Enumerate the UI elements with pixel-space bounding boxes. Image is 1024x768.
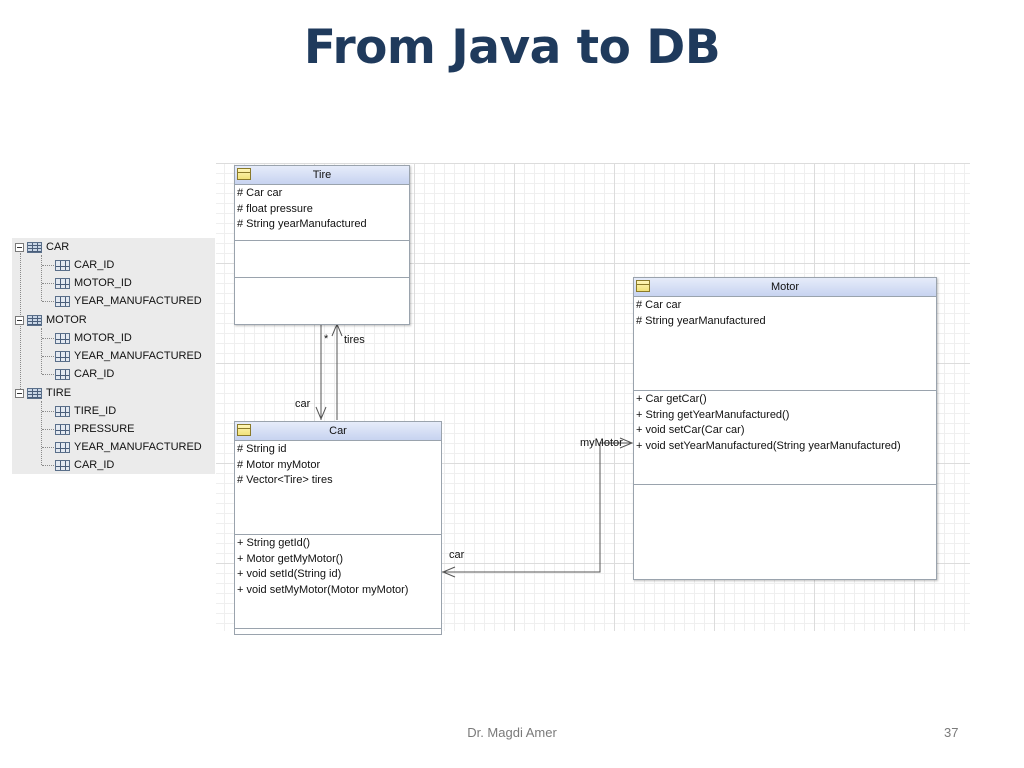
tree-guide-tire — [41, 401, 42, 465]
association-connectors — [315, 322, 634, 578]
role-label-car-tire: car — [295, 398, 311, 410]
uml-class-car[interactable]: Car # String id # Motor myMotor # Vector… — [234, 421, 442, 635]
class-operation: + void setId(String id) — [237, 568, 342, 580]
tree-column[interactable]: YEAR_MANUFACTURED — [55, 347, 202, 365]
tree-column[interactable]: CAR_ID — [55, 365, 114, 383]
tree-guide-car — [41, 255, 42, 301]
tree-column[interactable]: MOTOR_ID — [55, 274, 132, 292]
column-icon — [55, 459, 70, 471]
class-header[interactable]: Tire — [235, 166, 409, 185]
class-icon — [237, 424, 251, 436]
table-icon — [27, 241, 42, 253]
class-icon — [237, 168, 251, 180]
arrowhead-icon — [619, 437, 634, 449]
class-attribute: # Car car — [636, 299, 682, 311]
tree-column[interactable]: CAR_ID — [55, 256, 114, 274]
class-operation: + Car getCar() — [636, 393, 707, 405]
tree-column[interactable]: YEAR_MANUFACTURED — [55, 292, 202, 310]
collapse-icon[interactable] — [15, 388, 24, 398]
table-name: MOTOR — [46, 314, 87, 326]
class-attribute: # Car car — [237, 187, 283, 199]
arrowhead-icon — [315, 406, 327, 421]
slide-title: From Java to DB — [303, 20, 721, 75]
column-icon — [55, 423, 70, 435]
column-icon — [55, 405, 70, 417]
class-operation: + String getYearManufactured() — [636, 409, 790, 421]
extra-compartment — [235, 628, 441, 629]
role-label-car-motor: car — [449, 549, 465, 561]
operations-compartment — [634, 390, 936, 391]
column-icon — [55, 259, 70, 271]
extra-compartment — [235, 277, 409, 278]
tree-column[interactable]: TIRE_ID — [55, 402, 116, 420]
tree-table-motor[interactable]: MOTOR — [15, 311, 87, 329]
class-operation: + void setCar(Car car) — [636, 424, 745, 436]
uml-diagram-canvas[interactable]: Tire # Car car # float pressure # String… — [216, 163, 970, 635]
extra-compartment — [634, 484, 936, 485]
role-label-mymotor: myMotor — [580, 437, 623, 449]
tree-column[interactable]: CAR_ID — [55, 456, 114, 474]
class-operation: + String getId() — [237, 537, 311, 549]
class-icon — [636, 280, 650, 292]
table-icon — [27, 314, 42, 326]
role-label-tires: tires — [344, 334, 365, 346]
column-icon — [55, 332, 70, 344]
column-icon — [55, 350, 70, 362]
class-name: Tire — [312, 169, 332, 181]
class-header[interactable]: Motor — [634, 278, 936, 297]
footer-author: Dr. Magdi Amer — [467, 725, 557, 740]
class-attribute: # float pressure — [237, 203, 313, 215]
class-operation: + void setMyMotor(Motor myMotor) — [237, 584, 409, 596]
table-icon — [27, 387, 42, 399]
table-name: TIRE — [46, 387, 72, 399]
class-name: Motor — [770, 281, 800, 293]
class-attribute: # String yearManufactured — [636, 315, 766, 327]
tree-column[interactable]: YEAR_MANUFACTURED — [55, 438, 202, 456]
operations-compartment — [235, 240, 409, 241]
column-icon — [55, 295, 70, 307]
multiplicity-label: * — [324, 333, 329, 345]
association-line-car-motor — [442, 442, 632, 573]
class-operation: + Motor getMyMotor() — [237, 553, 344, 565]
column-icon — [55, 368, 70, 380]
column-icon — [55, 277, 70, 289]
tree-column[interactable]: MOTOR_ID — [55, 329, 132, 347]
tree-column[interactable]: PRESSURE — [55, 420, 135, 438]
class-name: Car — [329, 425, 347, 437]
uml-class-tire[interactable]: Tire # Car car # float pressure # String… — [234, 165, 410, 325]
uml-class-motor[interactable]: Motor # Car car # String yearManufacture… — [633, 277, 937, 580]
class-operation: + void setYearManufactured(String yearMa… — [636, 440, 901, 452]
class-header[interactable]: Car — [235, 422, 441, 441]
tree-table-tire[interactable]: TIRE — [15, 384, 71, 402]
collapse-icon[interactable] — [15, 315, 24, 325]
class-attribute: # String yearManufactured — [237, 218, 367, 230]
tree-guide-motor — [41, 328, 42, 374]
operations-compartment — [235, 534, 441, 535]
arrowhead-icon — [441, 566, 456, 578]
class-attribute: # Vector<Tire> tires — [237, 474, 333, 486]
class-attribute: # String id — [237, 443, 287, 455]
tree-table-car[interactable]: CAR — [15, 238, 69, 256]
db-schema-tree: CAR CAR_ID MOTOR_ID YEAR_MANUFACTURED MO… — [12, 238, 215, 474]
table-name: CAR — [46, 241, 70, 253]
collapse-icon[interactable] — [15, 242, 24, 252]
column-icon — [55, 441, 70, 453]
slide-number: 37 — [944, 725, 959, 740]
class-attribute: # Motor myMotor — [237, 459, 321, 471]
